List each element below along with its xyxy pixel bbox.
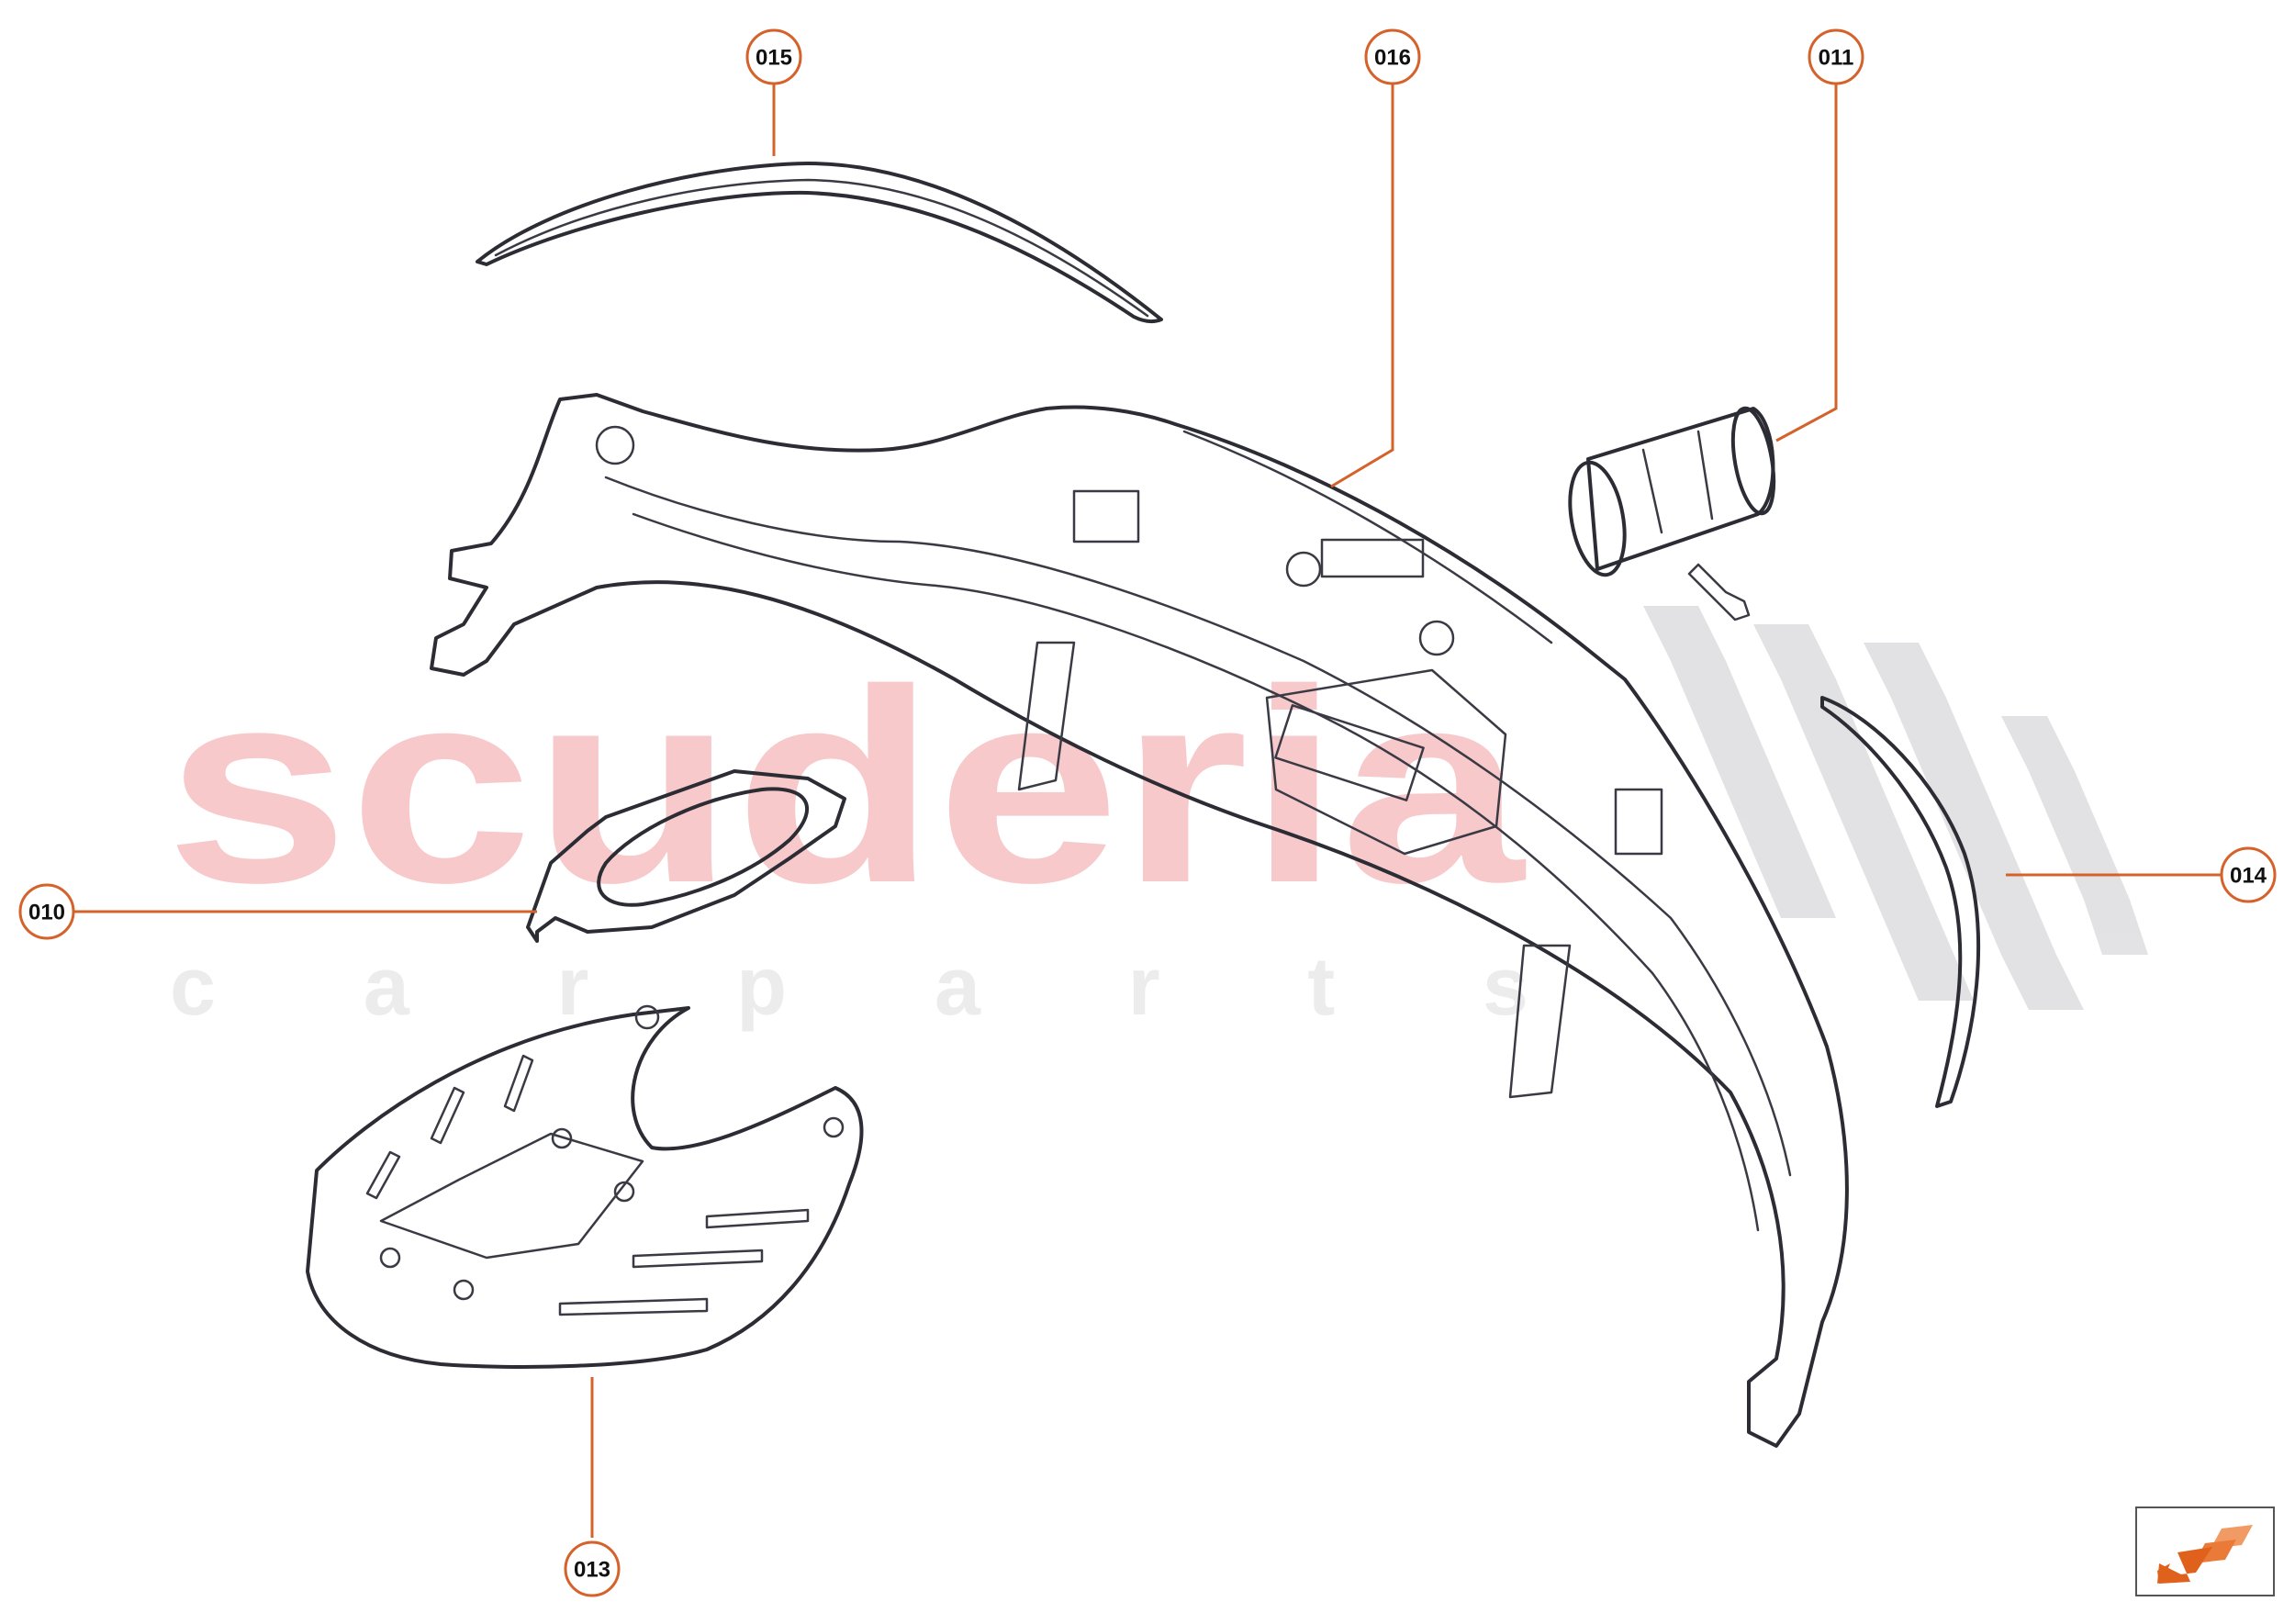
checkered-flag-watermark	[1643, 606, 2148, 1010]
part-013-diffuser-panel[interactable]	[306, 1004, 864, 1369]
callout-leaders	[73, 84, 2222, 1538]
callout-011[interactable]: 011	[1808, 28, 1864, 85]
part-016-rear-bumper[interactable]	[430, 393, 1849, 1448]
callout-010[interactable]: 010	[18, 883, 75, 940]
callout-016[interactable]: 016	[1364, 28, 1421, 85]
part-010-exhaust-bezel[interactable]	[526, 769, 846, 943]
nav-arrow-button[interactable]	[2135, 1506, 2275, 1596]
callout-013[interactable]: 013	[564, 1540, 621, 1597]
part-011-exhaust-finisher[interactable]	[1562, 405, 1781, 622]
leader-016	[1330, 84, 1394, 488]
callout-015[interactable]: 015	[745, 28, 802, 85]
callout-014[interactable]: 014	[2220, 846, 2277, 903]
part-014-side-trim[interactable]	[1820, 696, 1981, 1108]
watermark-brand: scuderia	[165, 632, 1526, 940]
leader-011	[1775, 84, 1838, 442]
arrow-down-left-icon	[2157, 1525, 2253, 1584]
watermark-subtitle: c a r p a r t s	[170, 941, 1528, 1033]
part-015-trim-strip[interactable]	[476, 162, 1163, 324]
